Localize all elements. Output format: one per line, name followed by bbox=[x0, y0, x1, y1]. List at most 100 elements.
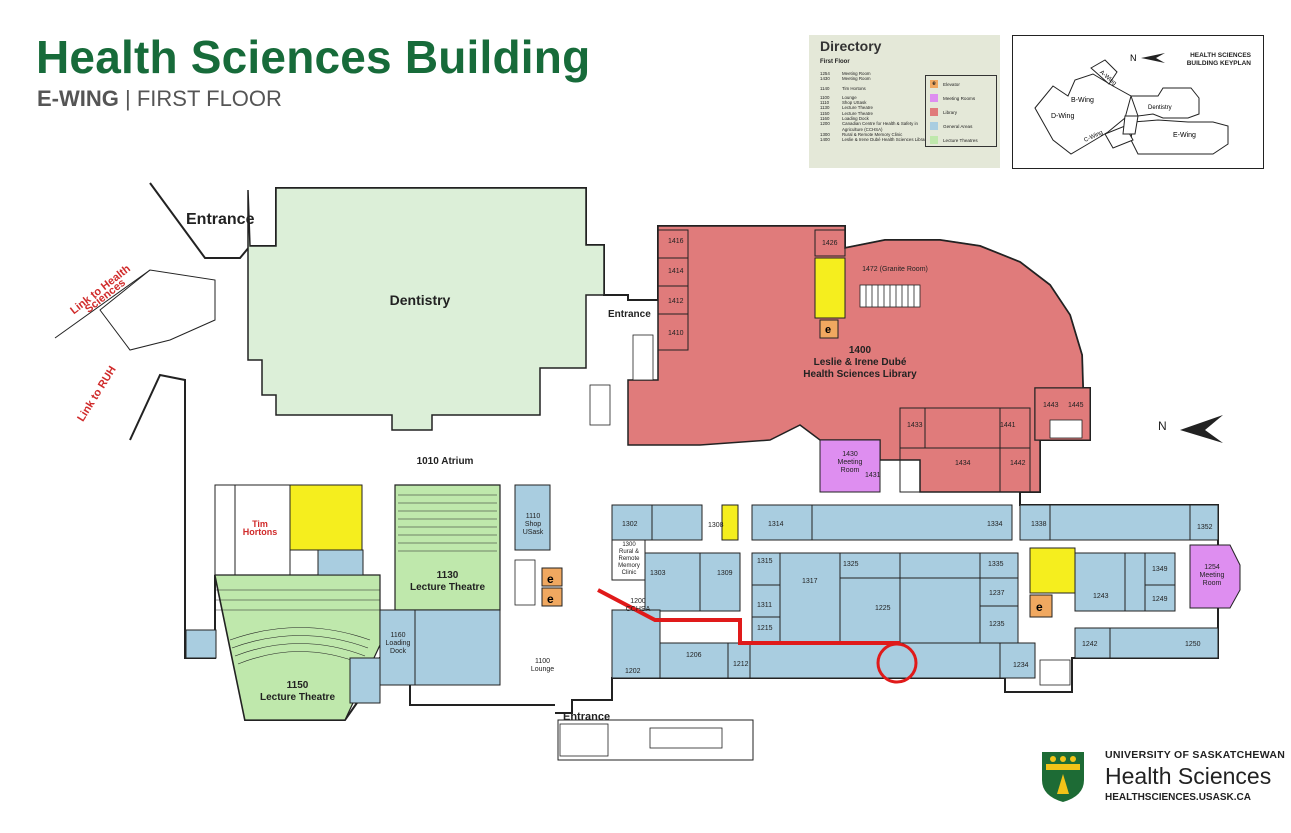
legend-label: General Areas bbox=[943, 123, 973, 129]
directory-entry: 1140 Tim Hortons bbox=[820, 86, 930, 91]
page-subtitle: E-WING | FIRST FLOOR bbox=[37, 86, 282, 112]
clinic-line4: Clinic bbox=[621, 570, 637, 576]
meeting-1430-line1: Meeting bbox=[837, 459, 863, 466]
room-number: 1445 bbox=[1068, 402, 1084, 409]
room-number: 1234 bbox=[1013, 662, 1029, 669]
library-label: 1400 Leslie & Irene Dubé Health Sciences… bbox=[790, 345, 930, 381]
directory-entry-num: 1430 bbox=[820, 76, 830, 82]
directory-floor: First Floor bbox=[820, 59, 850, 65]
room-number: 1338 bbox=[1031, 521, 1047, 528]
library-line2: Health Sciences Library bbox=[803, 369, 917, 380]
keyplan-dentistry: Dentistry bbox=[1148, 105, 1172, 111]
lecture-1150-label: 1150 Lecture Theatre bbox=[250, 680, 345, 704]
lounge-name: Lounge bbox=[530, 666, 555, 673]
directory-entry-num: 1160 bbox=[820, 116, 830, 122]
shop-line2: USask bbox=[522, 529, 544, 536]
link-health-sciences: Link to Health Sciences bbox=[68, 262, 133, 317]
room-number: 1249 bbox=[1152, 596, 1168, 603]
directory-entry-num: 1300 bbox=[820, 131, 830, 137]
directory-entry: 1110 Shop USask bbox=[820, 100, 930, 105]
lecture-1130-label: 1130 Lecture Theatre bbox=[400, 570, 495, 594]
room-number: 1311 bbox=[757, 602, 773, 609]
meeting-1430-line2: Room bbox=[840, 467, 860, 474]
directory-entry-num: 1140 bbox=[820, 85, 830, 91]
directory-entry-name: Lounge bbox=[842, 94, 857, 100]
directory-entry-num: 1400 bbox=[820, 137, 830, 143]
floor-label: FIRST FLOOR bbox=[136, 86, 282, 111]
directory-entry-name: Lecture Theatre bbox=[842, 105, 873, 111]
dentistry-label: Dentistry bbox=[389, 292, 451, 308]
destination-marker bbox=[876, 642, 918, 684]
legend-item: Library bbox=[930, 106, 996, 118]
keyplan-title: HEALTH SCIENCES BUILDING KEYPLAN bbox=[1186, 52, 1251, 67]
legend-label: Meeting Rooms bbox=[943, 95, 976, 101]
entrance-label-1: Entrance bbox=[186, 211, 255, 228]
dock-num: 1160 bbox=[390, 632, 406, 639]
room-number: 1335 bbox=[988, 561, 1004, 568]
legend-swatch bbox=[930, 94, 938, 102]
e-wing-rooms bbox=[611, 504, 1219, 679]
room-number: 1225 bbox=[875, 605, 891, 612]
room-number: 1315 bbox=[757, 558, 773, 565]
room-number: 1243 bbox=[1093, 593, 1109, 600]
atrium-label: 1010 Atrium bbox=[416, 456, 474, 467]
usask-brand: UNIVERSITY OF SASKATCHEWAN Health Scienc… bbox=[1105, 749, 1285, 803]
room-number: 1412 bbox=[668, 298, 684, 305]
shop-num: 1110 bbox=[525, 513, 541, 520]
room-number: 1309 bbox=[717, 570, 733, 577]
room-number: 1325 bbox=[843, 561, 859, 568]
room-number: 1410 bbox=[668, 330, 684, 337]
clinic-line2: Remote bbox=[618, 556, 640, 562]
room-number: 1434 bbox=[955, 460, 971, 467]
elevator-glyph-1: e bbox=[547, 572, 554, 586]
directory-entry-num: 1110 bbox=[820, 100, 830, 106]
directory-entry-num: 1100 bbox=[820, 94, 830, 100]
room-number: 1426 bbox=[822, 240, 838, 247]
dentistry-area bbox=[247, 187, 605, 431]
lounge-label: 1100 Lounge bbox=[520, 658, 565, 674]
brand-url[interactable]: HEALTHSCIENCES.USASK.CA bbox=[1105, 792, 1251, 803]
meeting-1254-num: 1254 bbox=[1204, 564, 1220, 571]
legend-item: General Areas bbox=[930, 120, 996, 132]
subtitle-separator: | bbox=[125, 86, 131, 111]
legend-label: Lecture Theatres bbox=[943, 137, 978, 143]
room-number: 1441 bbox=[1000, 422, 1016, 429]
legend-swatch bbox=[930, 136, 938, 144]
room-number: 1308 bbox=[708, 522, 724, 529]
directory-title: Directory bbox=[820, 38, 882, 54]
directory-entry-num: 1254 bbox=[820, 71, 830, 76]
meeting-1254-label: 1254 Meeting Room bbox=[1192, 564, 1232, 588]
keyplan-north-arrow-icon bbox=[1141, 53, 1165, 63]
clinic-line3: Memory bbox=[618, 563, 640, 569]
shop-line1: Shop bbox=[524, 521, 542, 528]
directory-entry-name: Meeting Room bbox=[842, 71, 871, 76]
directory-entry-name: Tim Hortons bbox=[842, 85, 866, 91]
directory-entry-name: Canadian Centre for Health & Safety in A… bbox=[842, 121, 918, 132]
elevator-glyph-2: e bbox=[547, 592, 554, 606]
room-number: 1215 bbox=[757, 625, 773, 632]
brand-university: UNIVERSITY OF SASKATCHEWAN bbox=[1105, 749, 1286, 761]
library-elevator bbox=[819, 319, 839, 339]
legend-item: Meeting Rooms bbox=[930, 92, 996, 104]
keyplan-bwing: B-Wing bbox=[1071, 97, 1094, 104]
directory-entry-name: Rural & Remote Memory Clinic bbox=[842, 131, 903, 137]
room-number: 1442 bbox=[1010, 460, 1026, 467]
entrance-label-2: Entrance bbox=[608, 309, 651, 320]
lecture-1150-name: Lecture Theatre bbox=[259, 692, 336, 703]
room-number: 1302 bbox=[622, 521, 638, 528]
directory-entry: 1100 Lounge bbox=[820, 95, 930, 100]
room-number: 1431 bbox=[865, 472, 881, 479]
keyplan-dwing: D-Wing bbox=[1051, 113, 1074, 120]
lecture-1130-num: 1130 bbox=[436, 570, 459, 581]
room-number: 1349 bbox=[1152, 566, 1168, 573]
room-number: 1443 bbox=[1043, 402, 1059, 409]
clinic-label: 1300 Rural & Remote Memory Clinic bbox=[612, 542, 646, 577]
keyplan-north-label: N bbox=[1130, 53, 1137, 63]
north-arrow-icon bbox=[1180, 415, 1223, 443]
directory-entry-name: Shop USask bbox=[842, 100, 867, 106]
